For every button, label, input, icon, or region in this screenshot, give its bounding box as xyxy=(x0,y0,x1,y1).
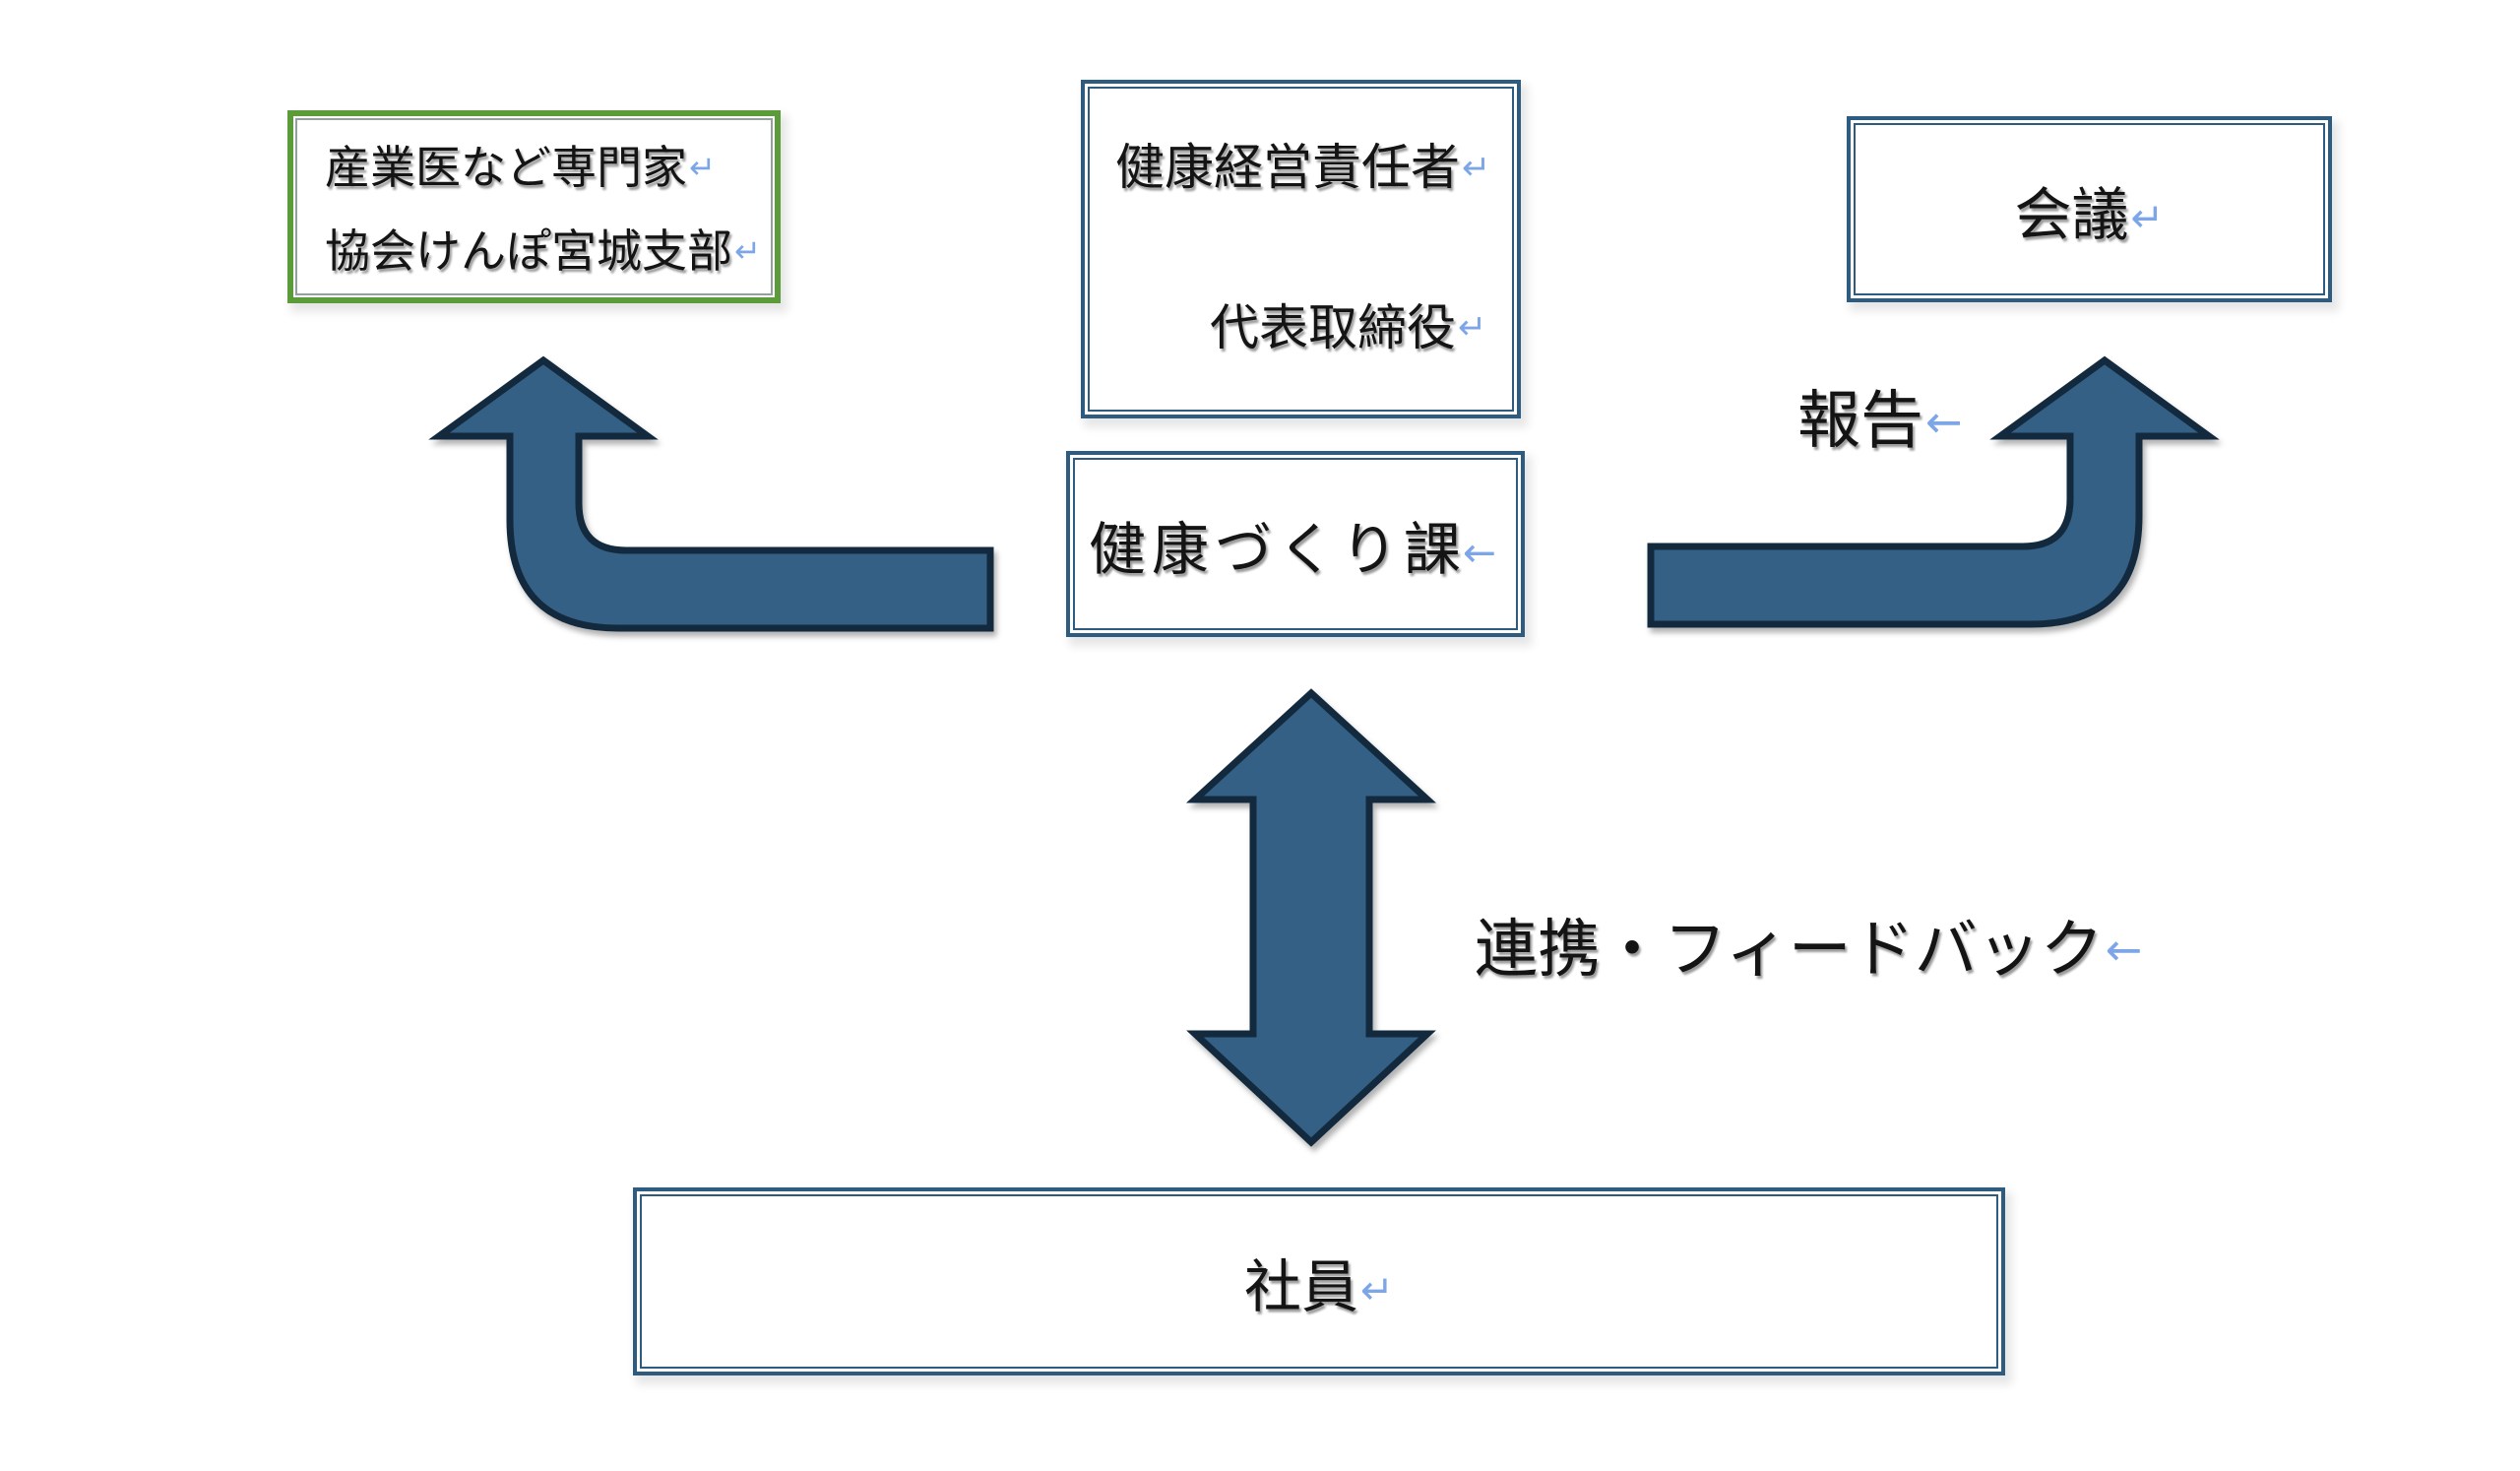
feedback-label-text: 連携・フィードバック xyxy=(1475,915,2104,985)
experts-line-1-text: 産業医など専門家 xyxy=(325,143,687,194)
report-label: 報告← xyxy=(1797,382,1963,462)
health-section-box: 健康づくり課← xyxy=(1073,458,1518,630)
bent-up-arrow-left xyxy=(428,355,994,632)
executive-line-2: 代表取締役↵ xyxy=(1115,284,1512,373)
return-mark-icon: ↵ xyxy=(734,232,761,271)
employees-label: 社員↵ xyxy=(1244,1241,1394,1323)
experts-line-1: 産業医など専門家↵ xyxy=(325,126,771,210)
employees-box: 社員↵ xyxy=(640,1194,1998,1369)
employees-label-text: 社員 xyxy=(1243,1254,1358,1319)
health-section-label: 健康づくり課← xyxy=(1089,503,1502,586)
meeting-box: 会議↵ xyxy=(1854,123,2325,295)
executive-line-1: 健康経営責任者↵ xyxy=(1115,123,1512,213)
return-mark-icon: ↵ xyxy=(1458,308,1487,349)
wrap-mark-icon: ← xyxy=(1463,528,1503,576)
wrap-mark-icon: ← xyxy=(2105,924,2143,977)
experts-box: 産業医など専門家↵ 協会けんぽ宮城支部↵ xyxy=(295,118,773,295)
executive-box: 健康経営責任者↵ 代表取締役↵ xyxy=(1088,87,1514,412)
return-mark-icon: ↵ xyxy=(689,149,716,186)
experts-line-2: 協会けんぽ宮城支部↵ xyxy=(325,210,771,293)
return-mark-icon: ↵ xyxy=(1360,1265,1395,1313)
experts-line-2-text: 協会けんぽ宮城支部 xyxy=(325,226,732,278)
return-mark-icon: ↵ xyxy=(1462,148,1491,188)
feedback-label: 連携・フィードバック← xyxy=(1475,903,2142,997)
meeting-label-text: 会議 xyxy=(2014,182,2129,247)
meeting-label: 会議↵ xyxy=(2014,168,2164,251)
executive-line-1-text: 健康経営責任者 xyxy=(1115,140,1460,195)
executive-line-2-text: 代表取締役 xyxy=(1210,299,1456,355)
double-vertical-arrow xyxy=(1185,688,1437,1147)
return-mark-icon: ↵ xyxy=(2130,193,2165,241)
bent-up-arrow-right xyxy=(1647,355,2220,628)
report-label-text: 報告 xyxy=(1797,386,1923,456)
wrap-mark-icon: ← xyxy=(1925,396,1963,449)
health-section-label-text: 健康づくり課 xyxy=(1088,517,1467,582)
